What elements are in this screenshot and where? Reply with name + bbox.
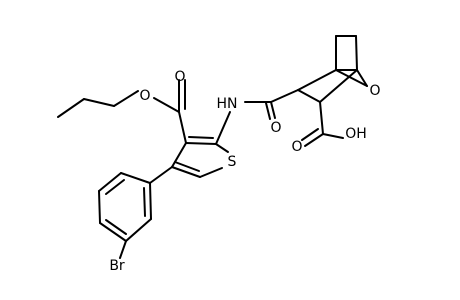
bond-ph2-ph3-inner	[105, 179, 125, 195]
bond-lines	[57, 35, 368, 259]
atom-ester-o-single: O	[139, 88, 150, 104]
bond-carbonyl-c3	[178, 111, 187, 144]
bond-s-c5	[199, 167, 223, 178]
bond-o-carbonyl	[153, 97, 180, 113]
atom-ester-o-double: O	[174, 69, 185, 85]
atom-thiophene-s: S	[228, 154, 237, 170]
bond-b3-b4	[319, 69, 358, 103]
bond-ph6-ph1	[149, 182, 152, 220]
bond-c2-s	[215, 143, 229, 153]
atom-bromine: Br	[109, 258, 125, 274]
bond-ethyl-ch3	[57, 98, 85, 118]
bond-amide-co-a	[270, 101, 276, 119]
bond-ph5-br	[119, 240, 127, 259]
bond-ph2-ph3	[98, 172, 122, 192]
bond-ph3-ph4	[98, 190, 101, 224]
bond-c5-c4-b	[174, 161, 200, 172]
atom-amide-o: O	[270, 120, 281, 136]
bond-ch2-o	[113, 90, 139, 107]
bond-ethyl-ch2	[83, 98, 115, 107]
bond-c3-c2-b	[188, 136, 214, 139]
bond-ph6-ph1-inner	[143, 187, 146, 217]
bond-ph4-ph5-inner	[105, 219, 127, 235]
bond-ph1-ph2	[120, 172, 151, 184]
bond-c2-nh	[215, 111, 231, 145]
bond-c4-c3	[171, 142, 187, 168]
bond-c3-c2-a	[185, 142, 217, 145]
atom-acid-o-double: O	[291, 139, 302, 155]
bond-b4-o7	[356, 69, 368, 87]
atom-labels: O O HN O S O O OH Br	[109, 69, 380, 274]
bond-b1-o7	[335, 69, 368, 87]
bond-b2-b1	[297, 69, 337, 91]
bond-ph4-ph5	[99, 222, 127, 242]
bond-c5-c4-a	[171, 166, 201, 178]
bond-b5-b4	[355, 35, 358, 71]
bond-amide-c-bicyclo	[270, 89, 299, 103]
bond-b3-acid-c	[319, 101, 324, 135]
bond-ph5-ph6	[125, 218, 152, 242]
atom-bridge-o: O	[369, 83, 380, 99]
bond-acid-co-b	[301, 128, 319, 141]
bond-b2-b3	[297, 89, 321, 103]
bond-amide-co-b	[265, 102, 271, 120]
bond-acid-c-oh	[322, 133, 344, 139]
bond-acid-co-a	[304, 133, 324, 147]
atom-amide-nh: HN	[217, 96, 238, 112]
atom-acid-oh: OH	[345, 126, 367, 142]
bond-c4-phenyl	[149, 166, 173, 184]
